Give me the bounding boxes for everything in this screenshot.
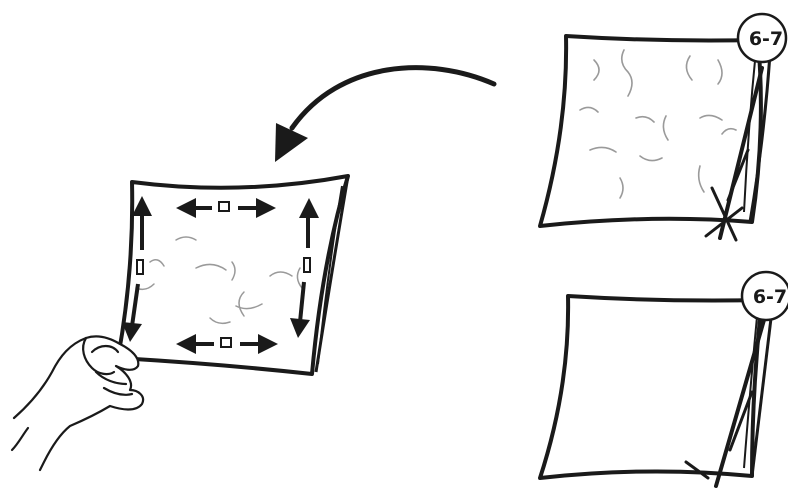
smooth-sheet: 6-7 bbox=[540, 272, 788, 486]
creased-sheet: 6-7 bbox=[540, 14, 786, 240]
badge-bottom: 6-7 bbox=[742, 272, 788, 320]
sheet-outline bbox=[118, 176, 348, 374]
badge-label: 6-7 bbox=[753, 286, 787, 308]
transfer-arrow bbox=[275, 68, 494, 162]
right-slot bbox=[304, 258, 310, 272]
top-slot bbox=[219, 202, 229, 211]
hand-icon bbox=[12, 336, 143, 470]
left-slot bbox=[137, 260, 143, 274]
stretched-sheet bbox=[118, 176, 348, 374]
bottom-slot bbox=[221, 338, 231, 347]
badge-top: 6-7 bbox=[738, 14, 786, 62]
badge-label: 6-7 bbox=[749, 28, 783, 50]
